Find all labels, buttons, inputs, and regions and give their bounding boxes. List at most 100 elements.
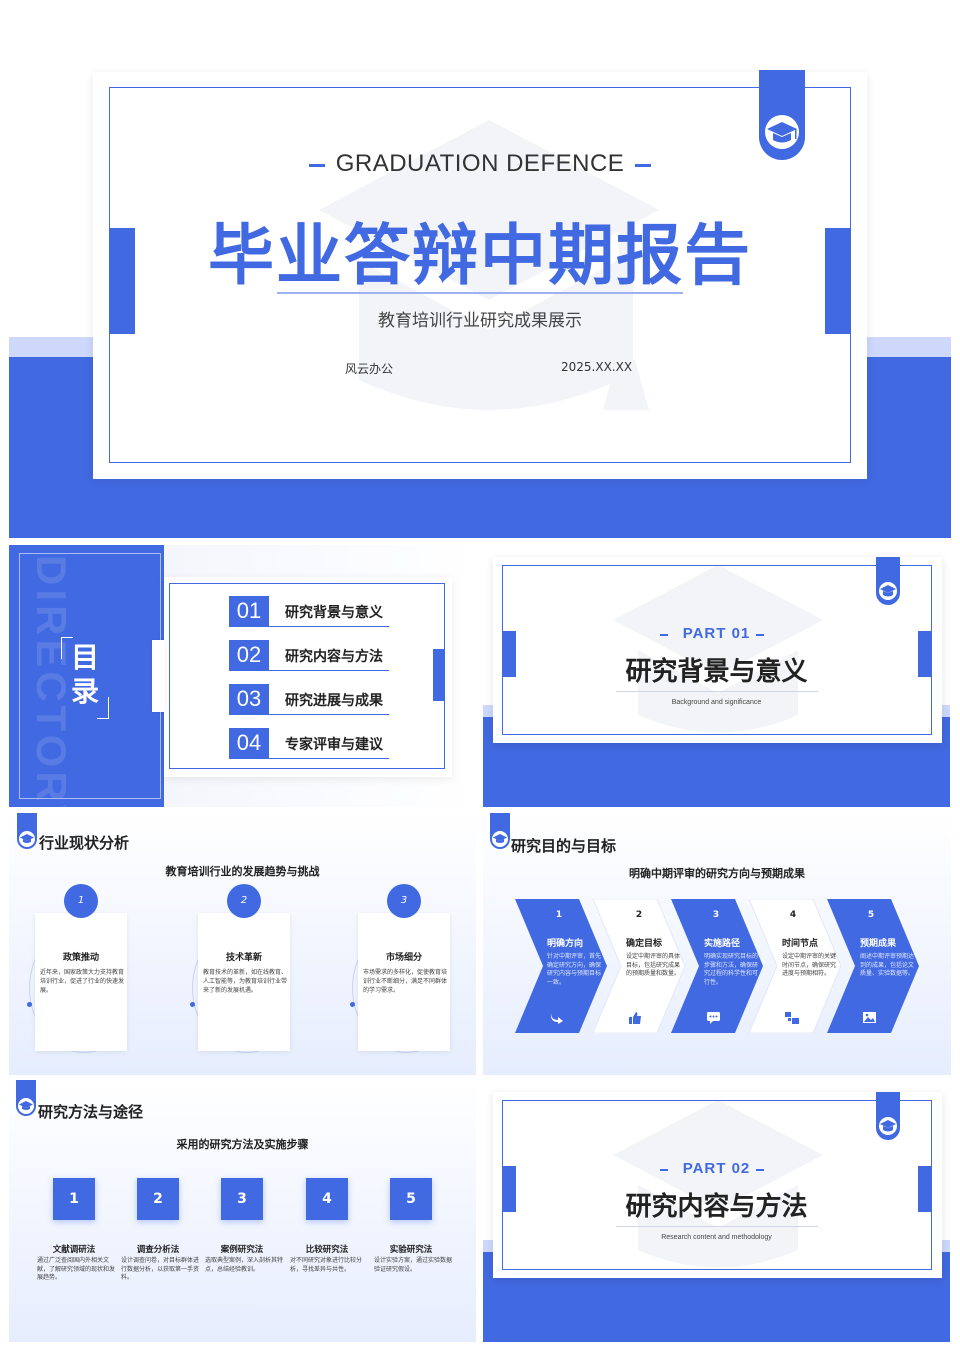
- part1-slide[interactable]: PART 01 研究背景与意义 Background and significa…: [483, 545, 951, 807]
- toc-bracket-open: [61, 637, 73, 659]
- method-number: 5: [390, 1178, 432, 1220]
- method-title: 实验研究法: [389, 1245, 433, 1255]
- toc-item-underline: [229, 626, 389, 628]
- method-title: 调查分析法: [136, 1245, 180, 1255]
- arrow-turn-icon: [550, 1013, 563, 1024]
- part-side-left: [502, 1166, 516, 1212]
- step-number: 2: [635, 910, 643, 920]
- chat-icon: [707, 1012, 720, 1024]
- part-side-left: [502, 631, 516, 677]
- graduation-cap-icon: [18, 1098, 34, 1114]
- methods-slide[interactable]: 研究方法与途径 采用的研究方法及实施步骤 1 2 3 4 5 文献调研法 调查分…: [9, 1080, 476, 1342]
- part-dash-right: [756, 634, 764, 636]
- toc-item-underline: [229, 670, 389, 672]
- trend-title: 政策推动: [62, 953, 99, 963]
- toc-watermark: DIRECTORY: [28, 555, 75, 807]
- cover-author: 风云办公: [345, 362, 394, 376]
- subtitle-dash-right: [635, 164, 651, 167]
- decor-dot: [350, 1002, 355, 1007]
- trend-title: 市场细分: [385, 953, 422, 963]
- toc-item-number: 03: [229, 684, 269, 714]
- step-text: 针对中期评审，首先确定研究方向，确保研究内容与预期目标一致。: [547, 953, 602, 986]
- decor-arc: [352, 923, 462, 1053]
- slide-subtitle: 采用的研究方法及实施步骤: [176, 1138, 309, 1151]
- decor-dot: [27, 1002, 32, 1007]
- header-ribbon: [490, 813, 510, 849]
- cover-subtitle: 教育培训行业研究成果展示: [378, 311, 582, 331]
- part-ribbon: [876, 557, 900, 605]
- trend-text: 市场需求的多样化，促使教育培训行业不断细分，满足不同群体的学习需求。: [363, 969, 448, 994]
- slide-subtitle: 明确中期评审的研究方向与预期成果: [629, 867, 805, 880]
- method-number: 2: [137, 1178, 179, 1220]
- header-ribbon: [16, 1080, 36, 1116]
- step-text: 设定中期评审的关键时间节点，确保研究进度与预期相符。: [782, 953, 837, 977]
- slide-subtitle: 教育培训行业的发展趋势与挑战: [165, 865, 320, 878]
- part-divider: [616, 691, 818, 692]
- toc-item-number: 02: [229, 640, 269, 670]
- graduation-cap-icon: [492, 831, 508, 847]
- industry-slide[interactable]: 行业现状分析 教育培训行业的发展趋势与挑战 1 2 3 政策推动 技术革新 市场…: [9, 813, 476, 1075]
- goals-slide[interactable]: 研究目的与目标 明确中期评审的研究方向与预期成果 1 2 3 4 5 明确方向 …: [483, 813, 951, 1075]
- step-chevrons: [515, 899, 919, 1033]
- step-number: 3: [712, 910, 720, 920]
- slide-heading: 研究方法与途径: [38, 1103, 144, 1121]
- graduation-cap-icon: [765, 115, 799, 149]
- toc-item-label[interactable]: 专家评审与建议: [285, 737, 383, 753]
- toc-item-label[interactable]: 研究内容与方法: [285, 649, 383, 665]
- graduation-cap-watermark-icon: [319, 120, 659, 410]
- trend-text: 近年来，国家政策大力支持教育培训行业，促进了行业的快速发展。: [40, 969, 125, 994]
- subtitle-dash-left: [309, 164, 325, 167]
- trend-card: [35, 913, 127, 1051]
- part-dash-left: [660, 1169, 668, 1171]
- part-title: 研究内容与方法: [625, 1192, 808, 1222]
- decor-dot: [190, 1002, 195, 1007]
- decor-arc: [192, 923, 302, 1053]
- part-subtitle-en: Research content and methodology: [661, 1234, 772, 1241]
- toc-item-number: 04: [229, 728, 269, 758]
- part-label: PART 02: [682, 1160, 751, 1177]
- part-frame: [502, 565, 932, 735]
- toc-item-underline: [229, 758, 389, 760]
- trend-text: 教育技术的革新，如在线教育、人工智能等，为教育培训行业带来了新的发展机遇。: [203, 969, 288, 994]
- toc-item-underline: [229, 714, 389, 716]
- step-title: 明确方向: [547, 939, 584, 949]
- cover-slide[interactable]: GRADUATION DEFENCE 毕业答辩中期报告 教育培训行业研究成果展示…: [9, 10, 951, 538]
- toc-card: [164, 577, 452, 777]
- toc-title-line2: 录: [70, 675, 99, 708]
- toc-bracket-close: [97, 697, 109, 719]
- method-title: 文献调研法: [52, 1245, 96, 1255]
- method-number: 1: [53, 1178, 95, 1220]
- graduation-cap-watermark-icon: [613, 565, 823, 733]
- toc-slide[interactable]: DIRECTORY 目 录 01 研究背景与意义 02 研究内容与方法 03 研…: [9, 545, 476, 807]
- trend-number-badge: 2: [227, 884, 261, 918]
- method-text: 通过广泛查阅国内外相关文献，了解研究领域的现状和发展趋势。: [37, 1257, 116, 1281]
- thumbs-up-icon: [629, 1012, 641, 1024]
- blocks-icon: [785, 1012, 799, 1024]
- trend-title: 技术革新: [225, 953, 262, 963]
- part-divider: [616, 1226, 818, 1227]
- step-text: 明确实现研究目标的步骤和方法，确保研究过程的科学性和可行性。: [704, 953, 759, 986]
- cover-title: 毕业答辩中期报告: [208, 217, 752, 294]
- step-title: 实施路径: [704, 939, 741, 949]
- part2-slide[interactable]: PART 02 研究内容与方法 Research content and met…: [483, 1080, 951, 1342]
- graduation-cap-icon: [879, 582, 897, 600]
- trend-card: [358, 913, 450, 1051]
- step-title: 确定目标: [626, 939, 663, 949]
- toc-item-label[interactable]: 研究背景与意义: [285, 605, 383, 621]
- trend-number-badge: 1: [64, 884, 98, 918]
- image-icon: [863, 1012, 876, 1023]
- method-number: 3: [221, 1178, 263, 1220]
- slide-heading: 研究目的与目标: [511, 837, 617, 855]
- method-text: 设计实验方案，通过实验数据验证研究假设。: [374, 1257, 453, 1273]
- toc-item-label[interactable]: 研究进展与成果: [285, 693, 383, 709]
- step-title: 预期成果: [860, 939, 897, 949]
- header-ribbon: [17, 813, 37, 849]
- method-text: 选取典型案例，深入剖析其特点，总结经验教训。: [205, 1257, 284, 1273]
- step-number: 4: [789, 910, 797, 920]
- part-title: 研究背景与意义: [625, 657, 808, 687]
- method-number: 4: [306, 1178, 348, 1220]
- step-number: 5: [867, 910, 875, 920]
- toc-tab-left: [152, 640, 165, 712]
- cover-date: 2025.XX.XX: [561, 360, 633, 374]
- part-frame: [502, 1100, 932, 1270]
